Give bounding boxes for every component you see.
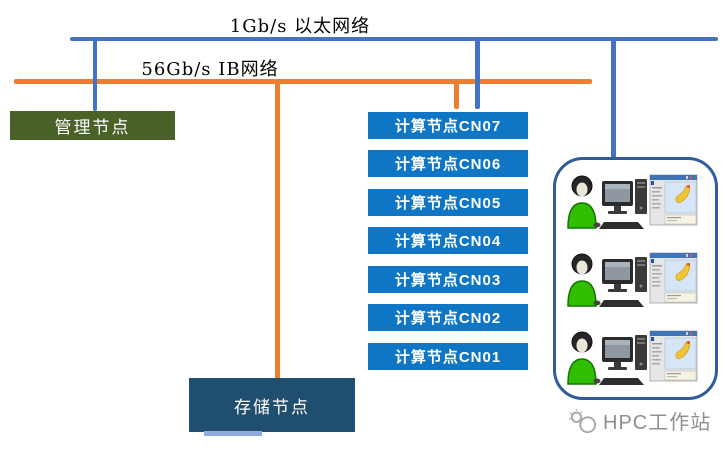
workstation-row [566, 328, 706, 386]
compute-node-cn03: 计算节点CN03 [368, 266, 528, 293]
ethernet-network-line [70, 37, 718, 41]
ib-network-label: 56Gb/s IB网络 [141, 59, 279, 80]
workstation-caption: HPC工作站 [567, 406, 711, 435]
ethernet-drop-compute [475, 39, 480, 109]
workstation-row [566, 172, 706, 230]
ethernet-network-label: 1Gb/s 以太网络 [229, 16, 371, 37]
compute-node-cn04: 计算节点CN04 [368, 227, 528, 254]
ib-drop-compute [454, 83, 459, 109]
ib-network-line [14, 79, 592, 84]
sparkle-circles-icon [568, 408, 597, 433]
ethernet-drop-management [93, 39, 97, 111]
compute-node-cn07: 计算节点CN07 [368, 112, 528, 139]
compute-node-cn01: 计算节点CN01 [368, 343, 528, 370]
workstation-row [566, 250, 706, 308]
storage-node-underline [204, 431, 262, 436]
compute-node-cn02: 计算节点CN02 [368, 304, 528, 331]
storage-node-box: 存储节点 [189, 378, 355, 432]
ethernet-drop-workstations [611, 39, 616, 158]
ib-drop-storage [275, 83, 280, 379]
workstation-caption-text: HPC工作站 [603, 412, 712, 434]
workstation-panel [553, 157, 718, 400]
compute-node-cn06: 计算节点CN06 [368, 150, 528, 177]
compute-node-cn05: 计算节点CN05 [368, 189, 528, 216]
management-node-box: 管理节点 [10, 111, 175, 140]
